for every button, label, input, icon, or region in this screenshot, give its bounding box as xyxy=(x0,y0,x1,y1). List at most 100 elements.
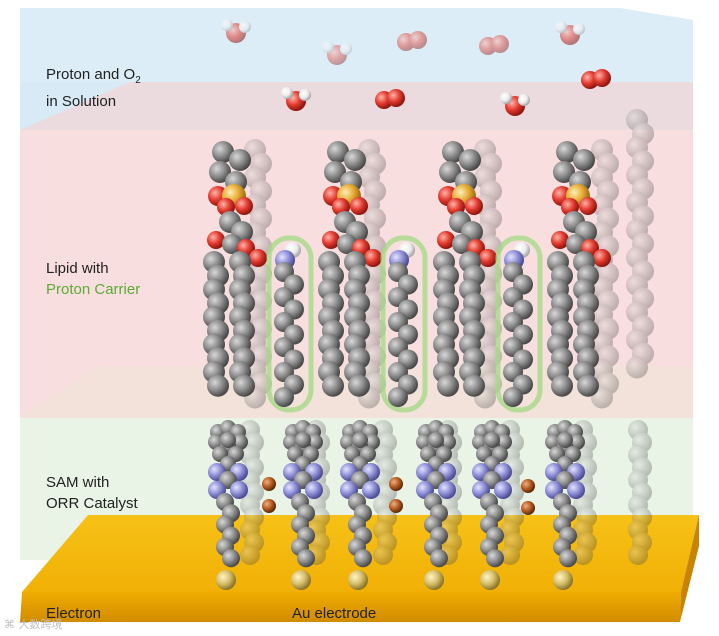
oxygen-atom xyxy=(409,31,427,49)
proton-carrier xyxy=(266,235,314,413)
hydrogen-atom xyxy=(221,19,233,31)
oxygen-molecule xyxy=(581,69,611,89)
sulfur-atom xyxy=(424,570,444,590)
lipid-molecule xyxy=(318,141,382,397)
proton-carrier xyxy=(495,235,543,413)
carbon-atom xyxy=(577,374,599,397)
lipid-molecule xyxy=(433,141,497,397)
hydrogen-atom xyxy=(555,21,567,33)
sulfur-atom xyxy=(553,570,573,590)
carbon-atom xyxy=(354,549,372,568)
carbon-atom xyxy=(297,549,315,568)
watermark-logo-icon: ⌘ xyxy=(4,618,15,631)
oxygen-atom xyxy=(387,89,405,107)
c-atom xyxy=(557,432,573,448)
lipid-label: Lipid with Proton Carrier xyxy=(46,260,141,298)
hydrogen-atom xyxy=(573,23,585,35)
carbon-atom xyxy=(274,387,294,407)
c-atom xyxy=(327,141,349,163)
carbon-atom xyxy=(437,374,459,397)
c-atom xyxy=(344,149,366,171)
proton-carrier xyxy=(380,235,428,413)
oxygen-atom xyxy=(350,197,368,215)
copper-atom xyxy=(262,477,276,491)
oxygen-molecule xyxy=(397,31,427,51)
c-atom xyxy=(553,161,575,183)
oxygen-atom xyxy=(579,197,597,215)
hydrogen-atom xyxy=(322,41,334,53)
water-molecule xyxy=(221,19,251,43)
c-atom xyxy=(222,234,242,254)
background-column xyxy=(626,109,654,379)
carbon-atom xyxy=(322,374,344,397)
oxygen-atom xyxy=(364,249,382,267)
carbon-atom xyxy=(233,374,255,397)
c-atom xyxy=(229,149,251,171)
background-sam-column xyxy=(628,420,652,565)
oxygen-molecule xyxy=(479,35,509,55)
nitrogen-atom xyxy=(567,481,585,499)
c-atom xyxy=(439,161,461,183)
sulfur-atom xyxy=(480,570,500,590)
c-atom xyxy=(573,149,595,171)
carbon-atom xyxy=(430,549,448,568)
c-atom xyxy=(428,432,444,448)
oxygen-atom xyxy=(479,249,497,267)
sam-molecule xyxy=(545,420,585,590)
sam-label: SAM with ORR Catalyst xyxy=(46,474,138,512)
c-atom xyxy=(442,141,464,163)
c-atom xyxy=(459,149,481,171)
background-sam-column xyxy=(373,420,397,565)
proton-carrier-label: Proton Carrier xyxy=(46,281,141,298)
hydrogen-atom xyxy=(281,87,293,99)
oxygen-atom xyxy=(593,249,611,267)
water-molecule xyxy=(555,21,585,45)
oxygen-atom xyxy=(437,231,455,249)
electron-label: Electron xyxy=(46,605,102,622)
carbon-atom xyxy=(373,545,393,565)
copper-atom xyxy=(521,479,535,493)
water-molecule xyxy=(281,87,311,111)
nitrogen-atom xyxy=(494,481,512,499)
carbon-atom xyxy=(626,356,648,379)
oxygen-atom xyxy=(593,69,611,87)
oxygen-atom xyxy=(491,35,509,53)
water-molecule xyxy=(500,92,530,116)
carbon-atom xyxy=(222,549,240,568)
oxygen-atom xyxy=(249,249,267,267)
hydrogen-atom xyxy=(299,89,311,101)
oxygen-atom xyxy=(465,197,483,215)
carrier-glow xyxy=(495,235,543,413)
carbon-atom xyxy=(503,387,523,407)
sam-molecule xyxy=(340,420,380,590)
solution-molecules xyxy=(221,19,611,116)
nitrogen-atom xyxy=(438,481,456,499)
water-molecule xyxy=(322,41,352,65)
nitrogen-atom xyxy=(305,481,323,499)
hydrogen-atom xyxy=(518,94,530,106)
c-atom xyxy=(324,161,346,183)
carrier-glow xyxy=(266,235,314,413)
sam-molecule xyxy=(208,420,248,590)
molecular-assembly xyxy=(203,141,611,590)
c-atom xyxy=(220,432,236,448)
c-atom xyxy=(295,432,311,448)
carbon-atom xyxy=(388,387,408,407)
watermark: ⌘ 大数跨境 xyxy=(4,618,63,631)
au-electrode-label: Au electrode xyxy=(292,605,377,622)
lipid-molecule xyxy=(547,141,611,397)
c-atom xyxy=(337,234,357,254)
sam-molecule xyxy=(416,420,456,590)
copper-atom xyxy=(521,501,535,515)
sulfur-atom xyxy=(291,570,311,590)
c-atom xyxy=(352,432,368,448)
c-atom xyxy=(209,161,231,183)
c-atom xyxy=(212,141,234,163)
solution-label: Proton and O2 in Solution xyxy=(46,66,141,110)
background-sam-column xyxy=(240,420,264,565)
carbon-atom xyxy=(207,374,229,397)
c-atom xyxy=(566,234,586,254)
oxygen-molecule xyxy=(375,89,405,109)
sam-molecule xyxy=(283,420,323,590)
